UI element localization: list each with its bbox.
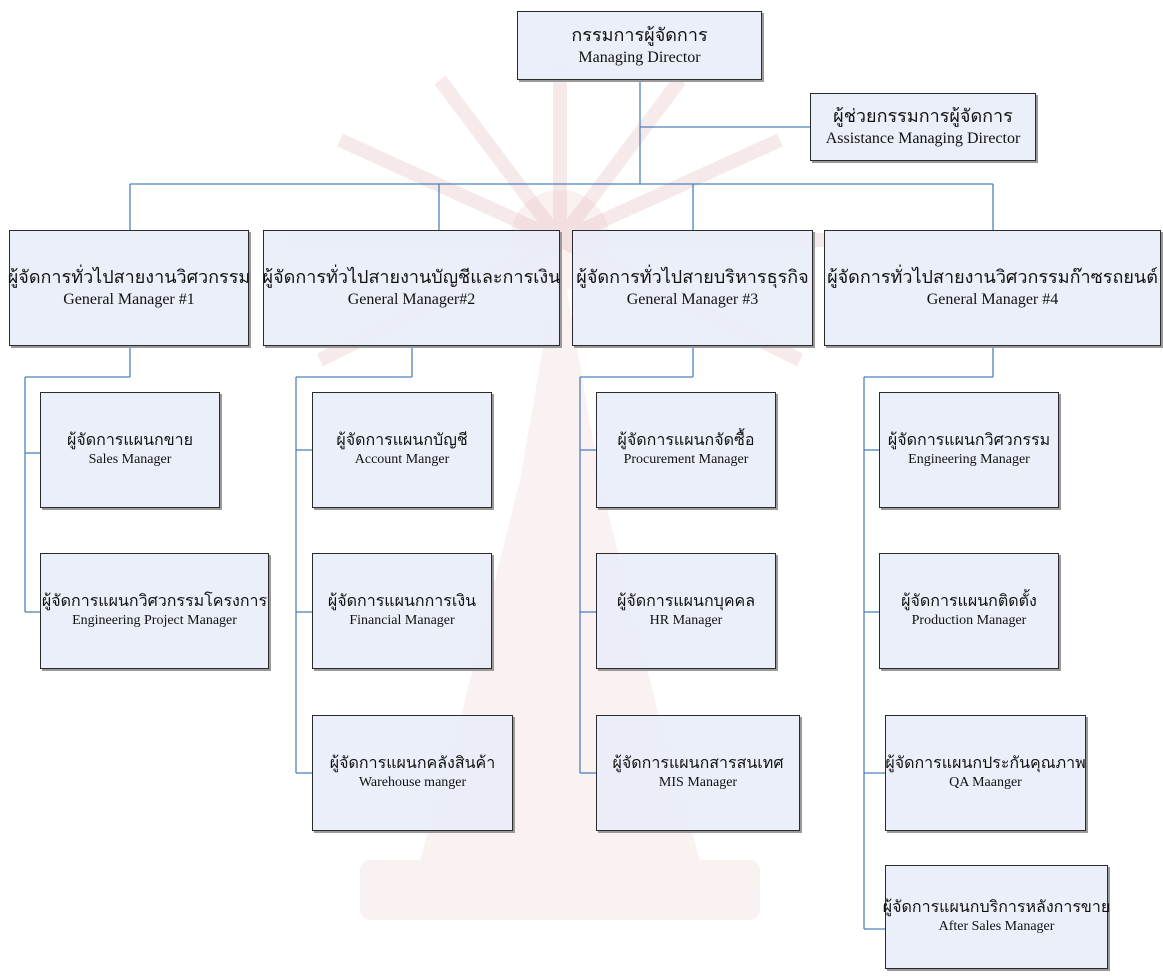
gm2-box: ผู้จัดการทั่วไปสายงานบัญชีและการเงิน Gen… <box>263 230 560 346</box>
financial-manager-en: Financial Manager <box>349 613 455 629</box>
gm4-box: ผู้จัดการทั่วไปสายงานวิศวกรรมก๊าซรถยนต์ … <box>824 230 1161 346</box>
production-manager-th: ผู้จัดการแผนกติดตั้ง <box>901 592 1037 610</box>
account-manager-box: ผู้จัดการแผนกบัญชี Account Manger <box>312 392 492 508</box>
hr-manager-box: ผู้จัดการแผนกบุคคล HR Manager <box>596 553 776 669</box>
gm1-box: ผู้จัดการทั่วไปสายงานวิศวกรรม General Ma… <box>7 230 251 346</box>
production-manager-en: Production Manager <box>911 613 1027 629</box>
production-manager-box: ผู้จัดการแผนกติดตั้ง Production Manager <box>879 553 1059 669</box>
gm1-th: ผู้จัดการทั่วไปสายงานวิศวกรรม <box>7 267 251 288</box>
after-sales-manager-en: After Sales Manager <box>938 919 1055 935</box>
gm3-th: ผู้จัดการทั่วไปสายบริหารธุรกิจ <box>576 267 809 288</box>
after-sales-manager-th: ผู้จัดการแผนกบริการหลังการขาย <box>882 898 1111 916</box>
gm3-box: ผู้จัดการทั่วไปสายบริหารธุรกิจ General M… <box>572 230 813 346</box>
managing-director-th: กรรมการผู้จัดการ <box>571 24 708 45</box>
qa-manager-th: ผู้จัดการแผนกประกันคุณภาพ <box>885 754 1086 772</box>
gm2-en: General Manager#2 <box>347 291 476 309</box>
mis-manager-th: ผู้จัดการแผนกสารสนเทศ <box>612 754 784 772</box>
warehouse-manager-en: Warehouse manger <box>358 775 467 791</box>
account-manager-en: Account Manger <box>354 452 450 468</box>
engineering-manager-box: ผู้จัดการแผนกวิศวกรรม Engineering Manage… <box>879 392 1059 508</box>
assistant-md-en: Assistance Managing Director <box>825 130 1021 148</box>
engineering-project-manager-th: ผู้จัดการแผนกวิศวกรรมโครงการ <box>41 592 268 610</box>
procurement-manager-box: ผู้จัดการแผนกจัดซื้อ Procurement Manager <box>596 392 776 508</box>
assistant-md-th: ผู้ช่วยกรรมการผู้จัดการ <box>833 106 1013 127</box>
engineering-manager-en: Engineering Manager <box>908 452 1030 468</box>
hr-manager-th: ผู้จัดการแผนกบุคคล <box>616 592 756 610</box>
sales-manager-en: Sales Manager <box>88 452 172 468</box>
financial-manager-box: ผู้จัดการแผนกการเงิน Financial Manager <box>312 553 492 669</box>
gm2-th: ผู้จัดการทั่วไปสายงานบัญชีและการเงิน <box>262 267 561 288</box>
hr-manager-en: HR Manager <box>649 613 723 629</box>
managing-director-box: กรรมการผู้จัดการ Managing Director <box>517 11 762 80</box>
procurement-manager-en: Procurement Manager <box>623 452 749 468</box>
gm1-en: General Manager #1 <box>63 291 195 309</box>
financial-manager-th: ผู้จัดการแผนกการเงิน <box>327 592 477 610</box>
engineering-project-manager-en: Engineering Project Manager <box>72 613 237 629</box>
mis-manager-box: ผู้จัดการแผนกสารสนเทศ MIS Manager <box>596 715 800 831</box>
qa-manager-en: QA Maanger <box>949 775 1022 791</box>
sales-manager-th: ผู้จัดการแผนกขาย <box>66 431 193 449</box>
gm4-en: General Manager #4 <box>926 291 1059 309</box>
engineering-manager-th: ผู้จัดการแผนกวิศวกรรม <box>887 431 1051 449</box>
mis-manager-en: MIS Manager <box>658 775 738 791</box>
managing-director-en: Managing Director <box>578 48 701 66</box>
qa-manager-box: ผู้จัดการแผนกประกันคุณภาพ QA Maanger <box>885 715 1086 831</box>
after-sales-manager-box: ผู้จัดการแผนกบริการหลังการขาย After Sale… <box>882 865 1111 969</box>
account-manager-th: ผู้จัดการแผนกบัญชี <box>336 431 468 449</box>
assistant-md-box: ผู้ช่วยกรรมการผู้จัดการ Assistance Manag… <box>810 93 1036 161</box>
warehouse-manager-th: ผู้จัดการแผนกคลังสินค้า <box>329 754 496 772</box>
sales-manager-box: ผู้จัดการแผนกขาย Sales Manager <box>40 392 220 508</box>
procurement-manager-th: ผู้จัดการแผนกจัดซื้อ <box>617 431 755 449</box>
gm3-en: General Manager #3 <box>626 291 759 309</box>
gm4-th: ผู้จัดการทั่วไปสายงานวิศวกรรมก๊าซรถยนต์ <box>827 267 1158 288</box>
warehouse-manager-box: ผู้จัดการแผนกคลังสินค้า Warehouse manger <box>312 715 513 831</box>
engineering-project-manager-box: ผู้จัดการแผนกวิศวกรรมโครงการ Engineering… <box>40 553 269 669</box>
